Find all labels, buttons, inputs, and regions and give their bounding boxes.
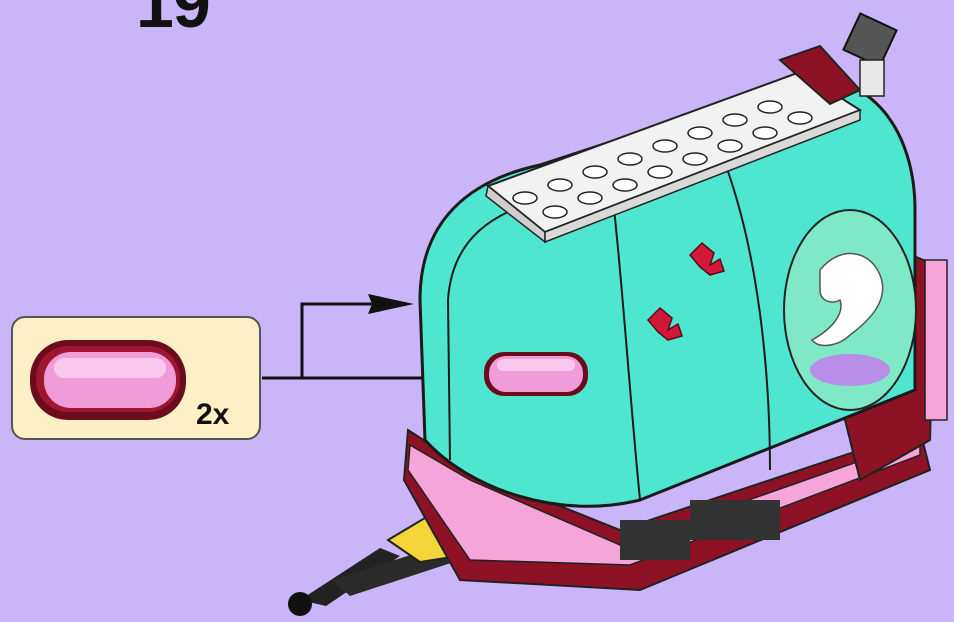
pink-window-tile-icon [30,340,186,420]
arrow-head-upper [368,294,414,314]
step-number: 19 [136,0,211,42]
placement-arrows [262,302,436,380]
quantity-label: 2x [196,398,230,431]
horse-trailer-model-icon [288,12,948,616]
